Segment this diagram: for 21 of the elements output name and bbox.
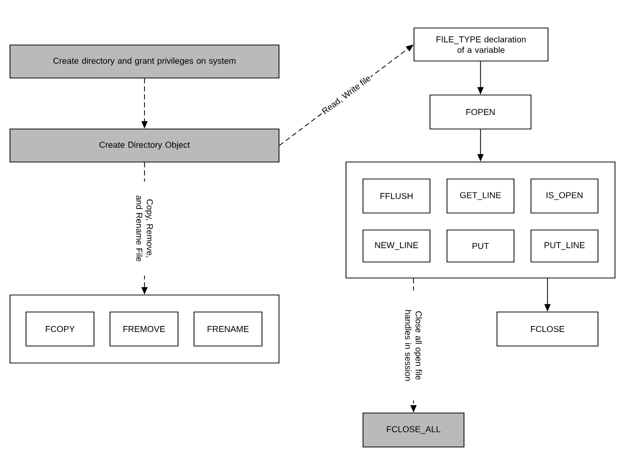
edge-label: Close all open file handles in session — [404, 290, 423, 400]
process-box: GET_LINE — [446, 178, 514, 214]
process-box: FOPEN — [430, 94, 532, 130]
edge-label: Copy, Remove, and Rename File — [135, 182, 154, 276]
process-box: PUT_LINE — [530, 230, 598, 262]
process-box: IS_OPEN — [530, 178, 598, 214]
process-box: FRENAME — [194, 312, 262, 346]
process-box: FCLOSE — [496, 312, 598, 346]
arrow — [544, 278, 551, 312]
process-box: Create Directory Object — [10, 128, 280, 162]
arrow — [477, 129, 484, 162]
arrow — [477, 61, 484, 95]
process-box: FCOPY — [26, 312, 94, 346]
process-box: FILE_TYPE declaration of a variable — [414, 28, 548, 62]
process-box: PUT — [446, 230, 514, 262]
process-box: FFLUSH — [362, 178, 430, 214]
process-box: Create directory and grant privileges on system — [10, 44, 280, 78]
process-box: FCLOSE_ALL — [362, 412, 464, 448]
process-box: FREMOVE — [110, 312, 178, 346]
arrow — [141, 78, 148, 129]
process-box: NEW_LINE — [362, 230, 430, 262]
